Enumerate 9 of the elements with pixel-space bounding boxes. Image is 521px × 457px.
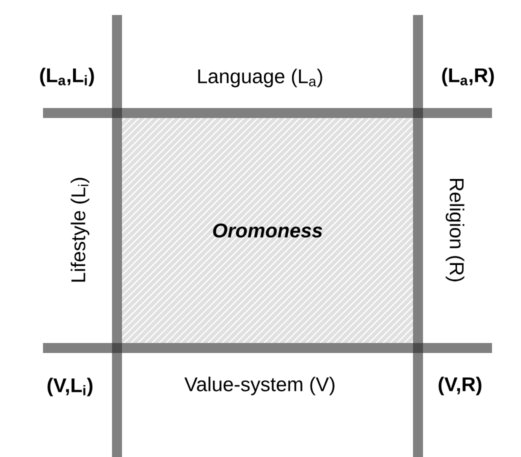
corner-label: (V,L$_{i}$) (48, 378, 92, 396)
side-label: Language (L$_{a}$) (198, 68, 322, 88)
corner-label: (L$_{a}$,R) (442, 68, 494, 86)
side-label: Religion (R) (446, 179, 464, 282)
corner-label: (V,R) (438, 376, 482, 396)
side-label: Value-system (V) (184, 376, 334, 396)
hatched-square: Oromoness (122, 118, 413, 343)
side-label: Lifestyle (L$_{i}$) (70, 178, 90, 282)
corner-label: (L$_{a}$,L$_{i}$) (40, 68, 94, 86)
